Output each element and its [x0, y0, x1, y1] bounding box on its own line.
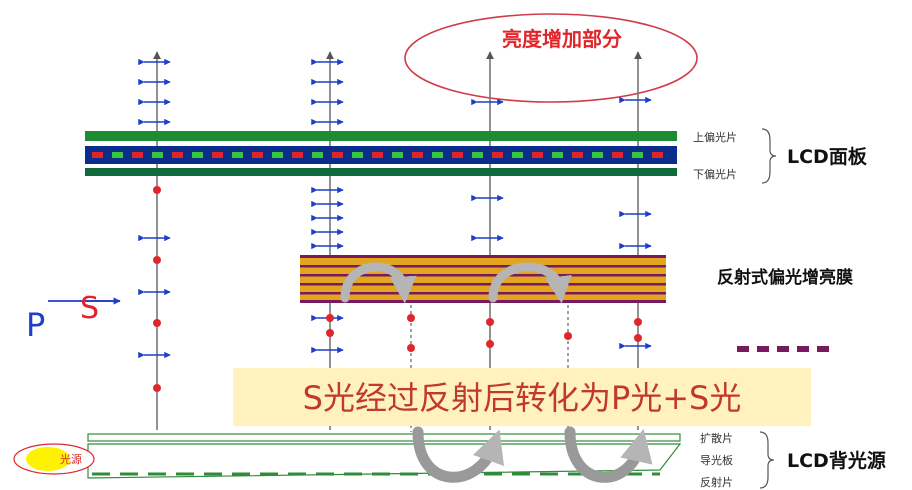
color-filter-cell — [512, 152, 523, 158]
color-filter-cells — [92, 152, 663, 158]
color-filter-cell — [252, 152, 263, 158]
s-polarization-dot — [153, 186, 161, 194]
color-filter-cell — [652, 152, 663, 158]
color-filter-cell — [92, 152, 103, 158]
color-filter-cell — [172, 152, 183, 158]
s-polarization-dot — [634, 318, 642, 326]
p-light-label: P — [26, 306, 45, 344]
color-filter-cell — [352, 152, 363, 158]
s-polarization-dot — [407, 314, 415, 322]
color-filter-cell — [572, 152, 583, 158]
light-source-core — [26, 447, 70, 471]
s-polarization-dot — [486, 340, 494, 348]
color-filter-cell — [612, 152, 623, 158]
color-filter-cell — [412, 152, 423, 158]
s-polarization-dot — [634, 334, 642, 342]
color-filter-cell — [272, 152, 283, 158]
s-polarization-dot — [153, 384, 161, 392]
color-filter-cell — [292, 152, 303, 158]
caption-text: S光经过反射后转化为P光+S光 — [303, 379, 742, 417]
color-filter-cell — [312, 152, 323, 158]
brightness-gain-label: 亮度增加部分 — [502, 27, 622, 51]
reflection-arrows-backlight — [412, 426, 653, 483]
caption-banner — [233, 368, 811, 426]
color-filter-cell — [632, 152, 643, 158]
color-filter-cell — [112, 152, 123, 158]
s-polarization-dot — [564, 332, 572, 340]
s-polarization-dot — [326, 314, 334, 322]
upper-polarizer-label: 上偏光片 — [693, 130, 737, 144]
color-filter-cell — [552, 152, 563, 158]
lcd-panel-brace — [761, 128, 777, 184]
lower-polarizer — [85, 168, 677, 176]
color-filter-cell — [452, 152, 463, 158]
color-filter-cell — [492, 152, 503, 158]
color-filter-cell — [152, 152, 163, 158]
color-filter-cell — [532, 152, 543, 158]
polarization-legend: P S — [26, 291, 121, 344]
diffuser-sheet — [87, 433, 681, 442]
backlight-brace — [759, 431, 775, 489]
backlight-label: LCD背光源 — [787, 449, 886, 472]
s-polarization-dot — [153, 319, 161, 327]
color-filter-cell — [232, 152, 243, 158]
s-polarization-markers — [153, 186, 642, 392]
color-filter-cell — [392, 152, 403, 158]
color-filter-cell — [372, 152, 383, 158]
reflector-label: 反射片 — [700, 475, 733, 489]
light-guide-label: 导光板 — [700, 453, 733, 467]
color-filter-cell — [432, 152, 443, 158]
s-polarization-dot — [153, 256, 161, 264]
color-filter-cell — [132, 152, 143, 158]
ellipsis-dashes — [737, 346, 829, 352]
color-filter-cell — [592, 152, 603, 158]
p-polarization-markers — [138, 58, 652, 359]
reflection-arrows-dbef — [340, 262, 572, 304]
s-polarization-dot — [407, 344, 415, 352]
dbef-stripes — [300, 255, 666, 303]
light-source-label: 光源 — [60, 452, 82, 466]
lower-polarizer-label: 下偏光片 — [693, 167, 737, 181]
diffuser-label: 扩散片 — [700, 431, 733, 445]
upper-polarizer — [85, 131, 677, 141]
s-polarization-dot — [486, 318, 494, 326]
s-light-label: S — [80, 291, 99, 326]
s-polarization-dot — [326, 329, 334, 337]
dbef-film — [300, 255, 666, 303]
brightness-gain-ellipse — [404, 13, 698, 103]
color-filter-cell — [212, 152, 223, 158]
dbef-label: 反射式偏光增亮膜 — [717, 267, 853, 288]
color-filter-cell — [192, 152, 203, 158]
lcd-panel-label: LCD面板 — [787, 145, 868, 168]
color-filter-cell — [472, 152, 483, 158]
color-filter-cell — [332, 152, 343, 158]
